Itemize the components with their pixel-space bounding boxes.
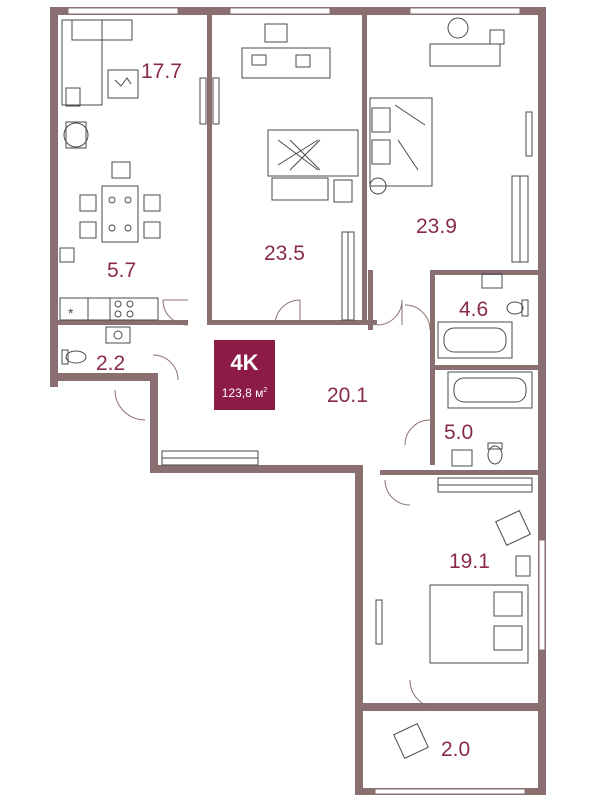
sink-5-0: [451, 449, 473, 467]
toilet-4-6: [506, 299, 529, 317]
armchair-19-1: [495, 510, 531, 546]
toilet-5-0: [487, 442, 503, 465]
windows: [67, 7, 546, 795]
room-area-label: 2.2: [96, 352, 125, 375]
room-area-label: 17.7: [141, 60, 182, 83]
doors: [114, 299, 439, 709]
bed-double-19-1: [429, 555, 531, 664]
apartment-type: 4K: [230, 350, 259, 375]
armchair-balcony: [393, 723, 429, 759]
svg-text:*: *: [68, 305, 74, 321]
area-unit-superscript: 2: [263, 387, 268, 394]
radiator-23-9: [525, 111, 533, 157]
kitchen-counter: *: [59, 297, 159, 321]
toilet-small: [61, 349, 87, 365]
hall-wardrobe: [161, 450, 259, 466]
room-area-label: 20.1: [327, 384, 368, 407]
radiator-17-7: [199, 77, 207, 125]
room-area-label: 5.7: [107, 259, 136, 282]
bed-single: [267, 129, 359, 203]
room-area-label: 5.0: [444, 421, 473, 444]
sink-small: [105, 326, 131, 344]
apartment-type-badge: 4K 123,8 м2: [214, 340, 275, 410]
coffee-table: [107, 69, 139, 99]
room-labels: 17.7 5.7 2.2 23.5 23.9 4.6 20.1 5.0 19.1…: [96, 60, 490, 761]
bathtub-4-6: [437, 321, 513, 359]
fridge-nook: [59, 247, 75, 263]
room-area-label: 4.6: [459, 298, 488, 321]
room-area-label: 23.9: [416, 215, 457, 238]
bed-double-23-9: [369, 97, 433, 195]
dining-table: [79, 161, 161, 243]
sink-4-6: [481, 273, 503, 289]
bathtub-5-0: [447, 371, 533, 409]
total-area-value: 123,8 м: [221, 386, 264, 400]
room-area-label: 23.5: [264, 242, 305, 265]
room-area-label: 19.1: [449, 550, 490, 573]
room-area-label: 2.0: [441, 738, 470, 761]
armchair: [63, 121, 89, 149]
wardrobe-19-1: [437, 477, 533, 493]
desk-23-9: [429, 17, 505, 67]
desk-23-5: [241, 23, 331, 79]
sofa: [61, 19, 133, 107]
wardrobe-23-9: [511, 175, 529, 263]
walls: [50, 7, 546, 795]
wardrobe-23-5: [341, 231, 355, 321]
radiator-19-1: [375, 599, 383, 645]
total-area: 123,8 м2: [214, 384, 275, 400]
radiator-23-5: [212, 77, 220, 125]
